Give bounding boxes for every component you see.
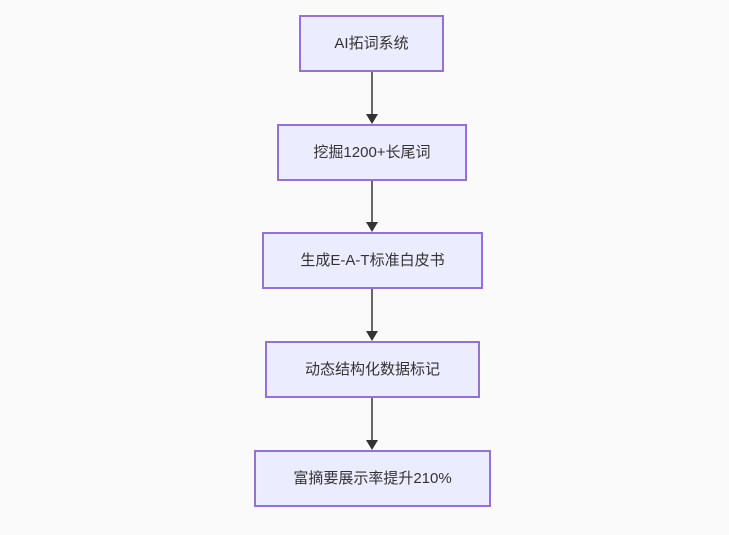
node-label: 挖掘1200+长尾词	[313, 144, 431, 161]
arrow-line	[370, 289, 373, 331]
flow-arrow-4	[365, 398, 378, 450]
node-label: 富摘要展示率提升210%	[293, 470, 452, 487]
arrowhead-down-icon	[365, 440, 378, 450]
arrow-line	[370, 398, 373, 440]
arrowhead-down-icon	[365, 331, 378, 341]
flowchart-node-ai-word-system: AI拓词系统	[299, 15, 444, 72]
arrowhead-down-icon	[365, 222, 378, 232]
flowchart-node-rich-snippet-result: 富摘要展示率提升210%	[254, 450, 491, 507]
arrow-line	[370, 181, 373, 222]
flowchart-node-eat-whitepaper: 生成E-A-T标准白皮书	[262, 232, 483, 289]
flow-arrow-3	[365, 289, 378, 341]
node-label: 动态结构化数据标记	[304, 361, 440, 378]
arrowhead-down-icon	[365, 114, 378, 124]
flow-arrow-2	[365, 181, 378, 232]
flowchart-node-structured-data: 动态结构化数据标记	[265, 341, 480, 398]
node-label: 生成E-A-T标准白皮书	[300, 252, 445, 269]
flowchart-node-longtail-mining: 挖掘1200+长尾词	[277, 124, 467, 181]
arrow-line	[370, 72, 373, 114]
flow-arrow-1	[365, 72, 378, 124]
node-label: AI拓词系统	[334, 35, 409, 52]
